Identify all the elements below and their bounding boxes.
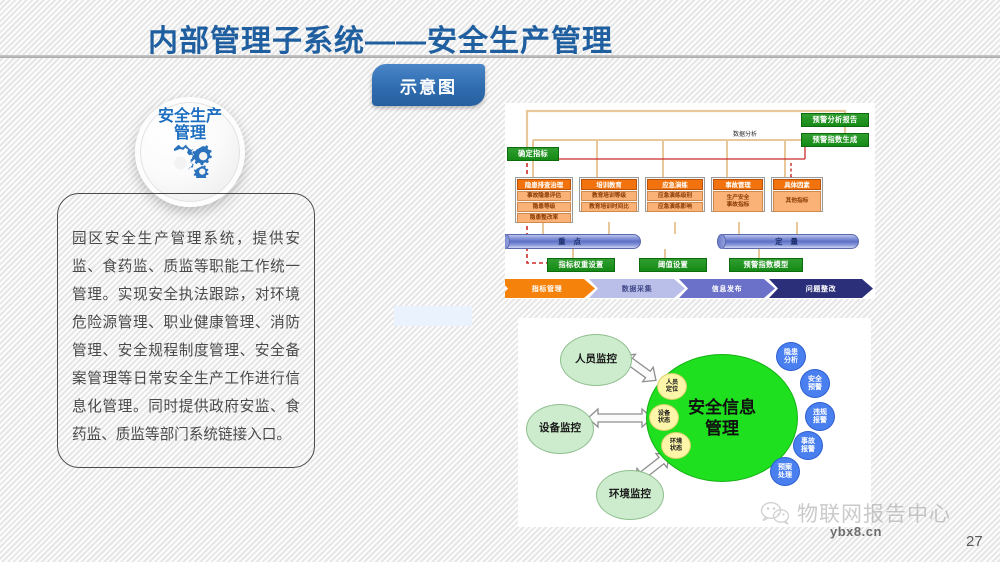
core-line-1: 安全信息 <box>688 397 756 417</box>
alert-4-line-1: 事故 <box>801 437 815 445</box>
tab-schematic-label: 示意图 <box>400 77 457 97</box>
col1-cell-1: 事故隐患评估 <box>517 191 571 201</box>
label-data-analysis: 数据分析 <box>733 132 758 138</box>
ellipse-environment-status: 环境 状态 <box>661 432 691 459</box>
alert-2-line-2: 预警 <box>808 383 822 391</box>
blue-placeholder-block <box>394 306 472 326</box>
description-box <box>57 193 315 468</box>
wechat-icon <box>760 502 790 525</box>
col3-header: 应急演练 <box>647 179 703 190</box>
state-3-line-1: 环境 <box>669 437 683 445</box>
ellipse-violation-alarm: 违规 报警 <box>805 402 835 431</box>
col2-header: 培训教育 <box>581 179 637 190</box>
col1-cell-3: 隐患整改率 <box>517 213 571 223</box>
green-box-threshold-setting: 阈值设置 <box>639 258 707 272</box>
flow-step-1: 指标管理 <box>505 279 595 298</box>
watermark: 物联网报告中心 <box>760 498 951 528</box>
alert-4-line-2: 报警 <box>801 445 815 453</box>
flow-step-4: 问题整改 <box>769 279 873 298</box>
title-divider <box>0 55 1000 58</box>
col3-cell-2: 应急演练影响 <box>647 202 703 212</box>
flow-step-3: 信息发布 <box>679 279 775 298</box>
col5-header: 具体因素 <box>773 179 821 190</box>
ellipse-personnel-location: 人员 定位 <box>657 373 687 400</box>
page-number: 27 <box>966 533 983 550</box>
badge-line-2: 管理 <box>173 125 206 143</box>
state-2-line-1: 设备 <box>657 409 671 417</box>
ellipse-equipment-monitor: 设备监控 <box>526 404 594 454</box>
col4-header: 事故管理 <box>713 179 763 190</box>
flow-step-2-label: 数据采集 <box>621 285 653 293</box>
alert-1-line-1: 隐患 <box>784 348 798 356</box>
col3-cell-1: 应急演练级别 <box>647 191 703 201</box>
badge-line-1: 安全生产 <box>157 108 222 125</box>
col4-cell-1: 生产安全 事故指标 <box>713 191 763 212</box>
flow-step-3-label: 信息发布 <box>711 285 743 293</box>
ellipse-personnel-monitor: 人员监控 <box>560 334 632 386</box>
flow-step-1-label: 指标管理 <box>531 285 563 293</box>
green-box-define-indicator: 确定指标 <box>507 147 559 161</box>
state-3-line-2: 状态 <box>669 444 683 452</box>
tab-schematic[interactable]: 示意图 <box>372 64 485 106</box>
ellipse-plan-handling: 预案 处理 <box>770 457 800 486</box>
alert-5-line-1: 预案 <box>778 463 792 471</box>
alert-1-line-2: 分析 <box>784 356 798 364</box>
col2-cell-2: 教育培训时间比 <box>581 202 637 212</box>
alert-2-line-1: 安全 <box>808 375 822 383</box>
gears-icon <box>173 143 212 178</box>
top-schematic-image: 确定指标 预警分析报告 预警指数生成 数据分析 隐患排查治理 事故隐患评估 隐患… <box>505 103 875 299</box>
green-box-warning-index: 预警指数生成 <box>801 133 869 147</box>
ellipse-environment-monitor: 环境监控 <box>596 470 664 520</box>
watermark-domain: ybx8.cn <box>830 524 882 539</box>
flow-step-2: 数据采集 <box>589 279 685 298</box>
core-line-2: 管理 <box>705 419 739 438</box>
badge-circle: 安全生产 管理 <box>135 97 245 207</box>
ellipse-hazard-analysis: 隐患 分析 <box>776 342 806 371</box>
bottom-schematic-image: 安全信息 管理 人员监控 设备监控 环境监控 人员 定位 设备 状态 环境 状态… <box>518 318 871 527</box>
alert-5-line-2: 处理 <box>778 471 792 479</box>
state-2-line-2: 状态 <box>657 416 671 424</box>
alert-3-line-2: 报警 <box>813 416 827 424</box>
green-box-warning-report: 预警分析报告 <box>801 113 869 127</box>
green-box-weight-setting: 指标权重设置 <box>547 258 615 272</box>
ellipse-accident-alarm: 事故 报警 <box>793 431 823 460</box>
col1-header: 隐患排查治理 <box>517 179 571 190</box>
ellipse-safety-warning: 安全 预警 <box>800 369 830 398</box>
cylinder-quantify: 定 量 <box>717 234 859 249</box>
state-1-line-1: 人员 <box>665 378 679 386</box>
description-text: 园区安全生产管理系统，提供安监、食药监、质监等职能工作统一管理。实现安全执法跟踪… <box>72 231 300 444</box>
col1-cell-2: 隐患等级 <box>517 202 571 212</box>
ellipse-equipment-status: 设备 状态 <box>649 404 679 431</box>
state-1-line-2: 定位 <box>665 385 679 393</box>
col5-cell-1: 其他指标 <box>773 191 821 212</box>
alert-3-line-1: 违规 <box>813 408 827 416</box>
watermark-brand: 物联网报告中心 <box>797 503 951 526</box>
green-box-index-model: 预警指数模型 <box>729 258 803 272</box>
flow-step-4-label: 问题整改 <box>805 285 837 293</box>
col2-cell-1: 教育培训等级 <box>581 191 637 201</box>
page-title: 内部管理子系统——安全生产管理 <box>148 25 613 58</box>
cylinder-key-point: 重 点 <box>505 234 641 249</box>
